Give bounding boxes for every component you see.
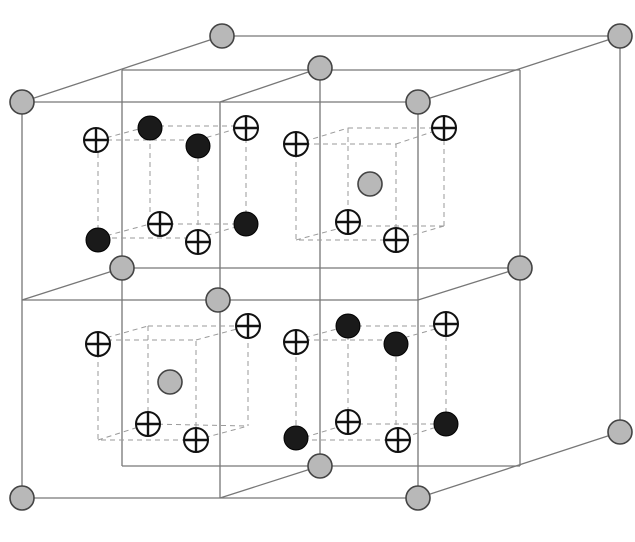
grey-atom xyxy=(209,23,235,49)
black-atom xyxy=(383,331,409,357)
black-atom xyxy=(335,313,361,339)
black-atom xyxy=(283,425,309,451)
circled-plus-atom xyxy=(385,427,411,453)
circled-plus-atom xyxy=(335,209,361,235)
circled-plus-atom xyxy=(431,115,457,141)
grey-atom xyxy=(307,453,333,479)
circled-plus-atom xyxy=(183,427,209,453)
grey-atom xyxy=(405,89,431,115)
depth-top-right xyxy=(417,35,621,103)
circled-plus-atom xyxy=(85,331,111,357)
black-atom xyxy=(85,227,111,253)
black-atom xyxy=(185,133,211,159)
dashed-cube-bottom-right xyxy=(295,325,447,441)
circled-plus-atom xyxy=(147,211,173,237)
circled-plus-atom xyxy=(383,227,409,253)
circled-plus-atom xyxy=(283,131,309,157)
depth-top-left xyxy=(21,35,223,103)
depth-bottom-right xyxy=(417,431,621,499)
depth-mid-right xyxy=(417,267,521,301)
grey-atom xyxy=(205,287,231,313)
grey-atom xyxy=(607,419,633,445)
grey-atom xyxy=(357,171,383,197)
circled-plus-atom xyxy=(83,127,109,153)
depth-top-mid xyxy=(219,67,321,103)
grey-atom xyxy=(157,369,183,395)
grey-atom xyxy=(9,89,35,115)
circled-plus-atom xyxy=(233,115,259,141)
black-atom xyxy=(233,211,259,237)
grey-atom xyxy=(307,55,333,81)
grey-atom xyxy=(607,23,633,49)
grey-atom xyxy=(507,255,533,281)
circled-plus-atom xyxy=(185,229,211,255)
grey-atom xyxy=(9,485,35,511)
grey-atom xyxy=(405,485,431,511)
grey-atom xyxy=(109,255,135,281)
circled-plus-atom xyxy=(433,311,459,337)
depth-mid-left xyxy=(21,267,123,301)
circled-plus-atom xyxy=(283,329,309,355)
circled-plus-atom xyxy=(235,313,261,339)
black-atom xyxy=(433,411,459,437)
black-atom xyxy=(137,115,163,141)
circled-plus-atom xyxy=(135,411,161,437)
atoms-layer xyxy=(9,23,633,511)
inner-dashed-cubes xyxy=(97,125,447,441)
circled-plus-atom xyxy=(335,409,361,435)
depth-bottom-mid xyxy=(219,465,321,499)
